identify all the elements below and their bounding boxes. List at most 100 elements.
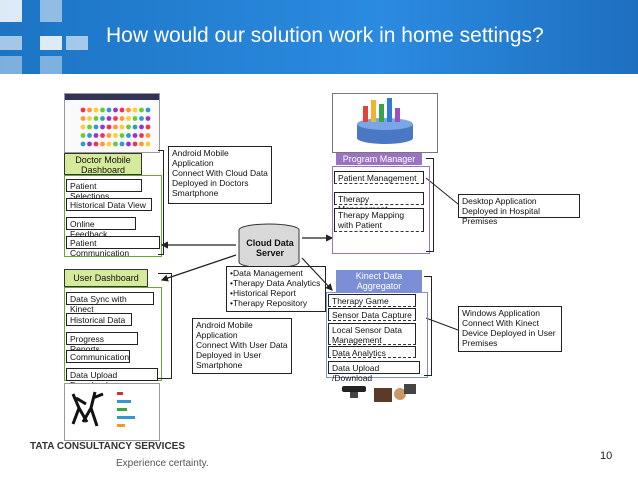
dot-grid-dot xyxy=(87,133,92,138)
kinect-items-frame xyxy=(326,292,428,378)
user-item: Historical Data xyxy=(66,313,132,326)
header-decor-square xyxy=(66,36,88,50)
dot-grid-dot xyxy=(87,107,92,113)
header-decor-square xyxy=(0,56,22,74)
dot-grid-dot xyxy=(113,107,118,113)
doctor-item: Historical Data View xyxy=(66,198,152,211)
dot-grid-dot xyxy=(93,133,99,138)
dot-grid-dot xyxy=(119,124,125,130)
user-item: Communication xyxy=(66,350,130,363)
dot-grid-dot xyxy=(93,116,99,121)
dot-grid-dot xyxy=(145,124,151,130)
program-manager-screenshot xyxy=(332,93,438,153)
dot-grid-dot xyxy=(113,133,118,138)
program-items-frame xyxy=(332,166,430,254)
header-decor-square xyxy=(40,0,62,22)
kinect-device-graphic xyxy=(342,384,416,402)
user-item: Progress Reports xyxy=(66,332,138,354)
dot-grid-dot xyxy=(145,116,151,121)
dot-grid-dot xyxy=(145,133,151,138)
exercise-figures-graphic xyxy=(71,391,135,427)
dot-grid-dot xyxy=(106,107,112,113)
dot-grid-dot xyxy=(126,107,131,113)
dot-grid-dot xyxy=(126,133,131,138)
dot-grid-dot xyxy=(80,107,86,113)
kinect-bracket xyxy=(424,276,432,376)
doctor-items-frame xyxy=(64,175,162,257)
dot-grid-dot xyxy=(139,141,144,147)
cloud-server-cylinder xyxy=(238,223,300,269)
dot-grid-dot xyxy=(132,141,138,147)
header-decor-square xyxy=(0,36,22,50)
kinect-item: Therapy Game xyxy=(328,294,416,307)
kinect-item: Sensor Data Capture xyxy=(328,308,416,321)
dot-grid-dot xyxy=(139,124,144,130)
dot-grid-dot xyxy=(132,133,138,138)
dot-grid-dot xyxy=(113,141,118,147)
dot-grid-dot xyxy=(126,141,131,147)
dot-grid-dot xyxy=(106,133,112,138)
user-bracket xyxy=(158,273,172,379)
header-decor-square xyxy=(40,36,62,50)
dot-grid-dot xyxy=(80,141,86,147)
dot-grid-dot xyxy=(100,116,105,121)
doctor-bracket xyxy=(158,150,164,255)
company-logo: TATA CONSULTANCY SERVICES xyxy=(30,441,186,452)
doctor-item: Online Feedback xyxy=(66,217,136,239)
dot-grid-dot xyxy=(80,116,86,121)
dot-grid-dot xyxy=(100,124,105,130)
dot-grid-graphic xyxy=(65,94,159,147)
dot-grid-dot xyxy=(113,116,118,121)
dot-grid-dot xyxy=(87,141,92,147)
dot-grid-dot xyxy=(139,116,144,121)
header-decor-square xyxy=(0,0,22,22)
company-tagline: Experience certainty. xyxy=(116,458,209,469)
dot-grid-dot xyxy=(80,124,86,130)
dot-grid-dot xyxy=(87,124,92,130)
doctor-dashboard-screenshot xyxy=(64,93,160,153)
kinect-item: Data Upload /Download xyxy=(328,361,420,383)
dot-grid-dot xyxy=(132,116,138,121)
dot-grid-dot xyxy=(100,141,105,147)
header-decor-square xyxy=(40,56,62,74)
dot-grid-dot xyxy=(100,133,105,138)
doctor-item: Patient Communication xyxy=(66,236,160,258)
dot-grid-dot xyxy=(145,141,151,147)
user-dashboard-screenshot xyxy=(64,383,160,441)
doctor-dashboard-header: Doctor Mobile Dashboard xyxy=(64,153,142,175)
dot-grid-dot xyxy=(80,133,86,138)
dot-grid-dot xyxy=(119,141,125,147)
dot-grid-dot xyxy=(100,107,105,113)
dot-grid-dot xyxy=(139,133,144,138)
database-graphic xyxy=(357,98,413,144)
program-item: Therapy Management xyxy=(334,192,424,214)
dot-grid-dot xyxy=(126,116,131,121)
dot-grid-dot xyxy=(139,107,144,113)
dot-grid-dot xyxy=(119,133,125,138)
dot-grid-dot xyxy=(106,141,112,147)
dot-grid-dot xyxy=(93,124,99,130)
dot-grid-dot xyxy=(119,107,125,113)
dot-grid-dot xyxy=(113,124,118,130)
page-number: 10 xyxy=(600,450,613,462)
doctor-item: Patient Selections xyxy=(66,179,142,201)
dot-grid-dot xyxy=(93,141,99,147)
dot-grid-dot xyxy=(132,107,138,113)
user-item: Data Sync with Kinect xyxy=(66,292,154,314)
program-bracket xyxy=(426,158,434,252)
dot-grid-dot xyxy=(145,107,151,113)
slide-header: How would our solution work in home sett… xyxy=(0,0,638,74)
program-manager-header: Program Manager xyxy=(336,153,422,165)
dot-grid-dot xyxy=(119,116,125,121)
dot-grid-dot xyxy=(132,124,138,130)
cloud-features: •Data Management•Therapy Data Analytics•… xyxy=(226,266,326,312)
